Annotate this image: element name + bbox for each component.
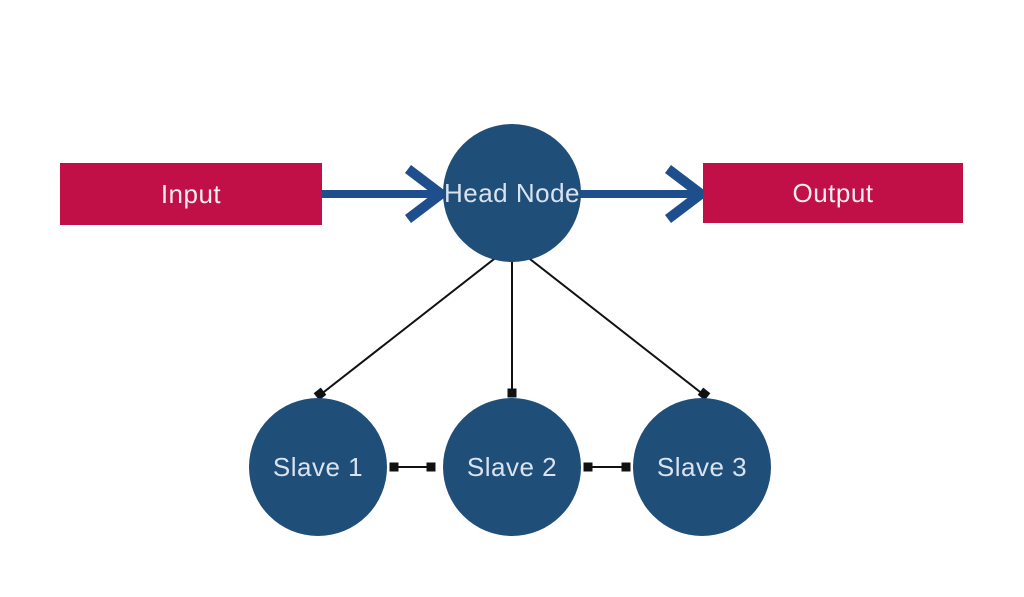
output-box-label: Output [792, 177, 874, 208]
square-marker-slave2 [507, 388, 517, 398]
square-marker-slave1 [313, 387, 327, 401]
square-marker-slave2-left [426, 462, 436, 472]
input-box: Input [60, 163, 322, 225]
square-marker-slave1-right [389, 462, 399, 472]
slave1-node-label: Slave 1 [272, 451, 364, 482]
slave3-node-circle: Slave 3 [633, 398, 771, 536]
slave2-node-circle: Slave 2 [443, 398, 581, 536]
slave1-node-circle: Slave 1 [249, 398, 387, 536]
square-marker-slave3-left [621, 462, 631, 472]
input-box-label: Input [160, 178, 222, 209]
head-node-circle: Head Node [443, 124, 581, 262]
edge-head-to-slave1 [319, 244, 513, 396]
output-box: Output [703, 163, 963, 223]
head-node-label: Head Node [443, 177, 581, 208]
square-marker-slave2-right [583, 462, 593, 472]
slave2-node-label: Slave 2 [466, 451, 558, 482]
slave3-node-label: Slave 3 [656, 451, 748, 482]
arrowhead-head-to-output-icon [664, 165, 710, 223]
square-marker-slave3 [697, 387, 711, 401]
edge-head-to-slave3 [511, 244, 705, 396]
arrowhead-input-to-head-icon [404, 165, 450, 223]
